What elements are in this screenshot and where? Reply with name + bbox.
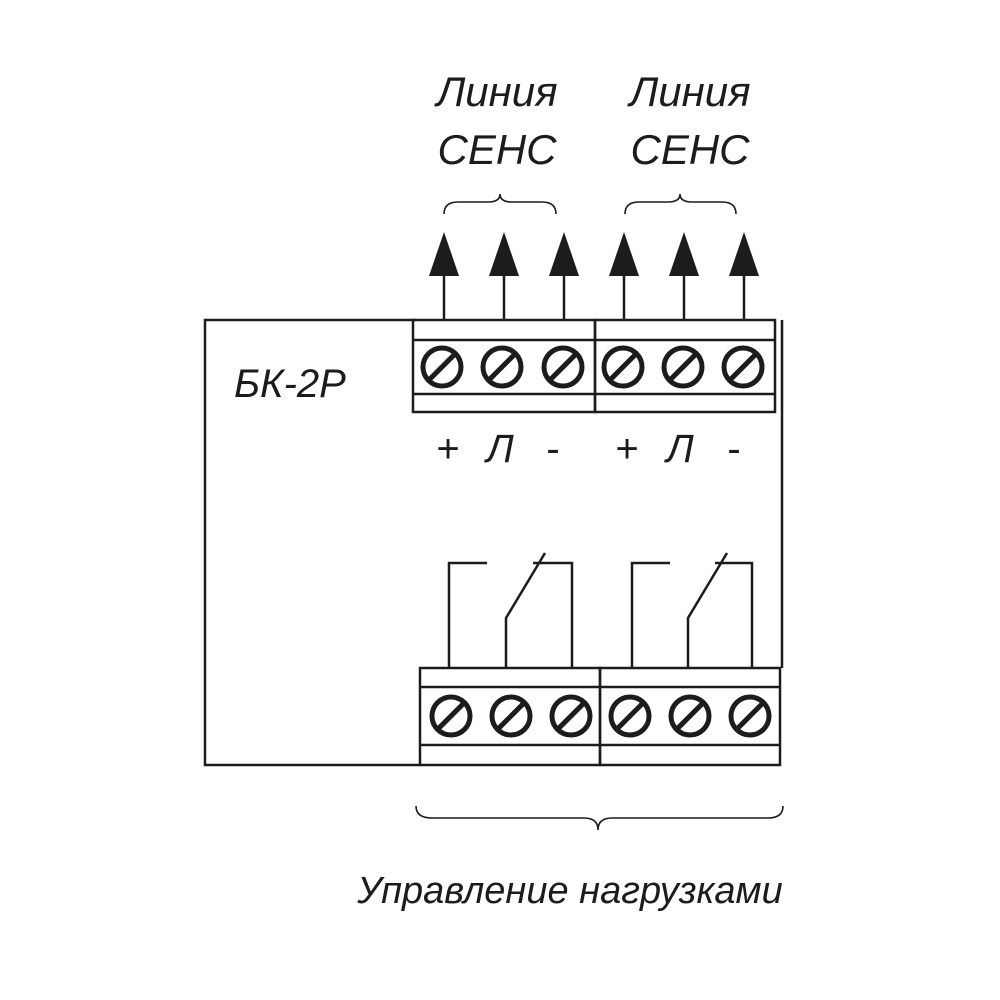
device-name: БК-2Р — [234, 362, 346, 406]
screw-terminals — [420, 345, 772, 738]
screw-icon — [608, 694, 652, 738]
sens-line-1-label-top: Линия — [433, 68, 557, 115]
relay-contact-2 — [630, 552, 754, 668]
top-terminal-block — [411, 318, 777, 414]
brace-left — [443, 193, 557, 215]
sens-line-2-label-bottom: СЕНС — [630, 126, 750, 173]
screw-icon — [601, 345, 645, 389]
polarity-plus-1: + — [436, 427, 459, 471]
relay-contact-1 — [447, 552, 574, 668]
polarity-line-1: Л — [483, 427, 514, 471]
arrow-up-icon — [489, 232, 519, 276]
polarity-minus-1: - — [546, 427, 559, 471]
arrow-up-icon — [549, 232, 579, 276]
screw-icon — [721, 345, 765, 389]
polarity-line-2: Л — [663, 427, 694, 471]
screw-icon — [480, 345, 524, 389]
screw-icon — [429, 694, 473, 738]
arrow-up-icon — [669, 232, 699, 276]
polarity-plus-2: + — [615, 427, 638, 471]
bottom-terminal-block — [418, 666, 782, 767]
brace-bottom — [415, 805, 784, 831]
diagram-lines — [203, 262, 784, 767]
bottom-terminal-block-right — [598, 666, 782, 767]
arrow-up-icon — [729, 232, 759, 276]
sens-line-1-label-bottom: СЕНС — [437, 126, 557, 173]
screw-icon — [549, 694, 593, 738]
arrow-up-icon — [609, 232, 639, 276]
screw-icon — [541, 345, 585, 389]
load-control-label: Управление нагрузками — [356, 870, 783, 912]
arrow-heads — [429, 232, 759, 276]
device-body-outline — [203, 318, 420, 767]
arrow-up-icon — [429, 232, 459, 276]
screw-icon — [668, 694, 712, 738]
screw-icon — [728, 694, 772, 738]
screw-icon — [661, 345, 705, 389]
screw-icon — [489, 694, 533, 738]
brace-right — [624, 193, 737, 215]
braces — [415, 193, 784, 831]
sens-line-2-label-top: Линия — [626, 68, 750, 115]
polarity-minus-2: - — [727, 427, 740, 471]
screw-icon — [420, 345, 464, 389]
